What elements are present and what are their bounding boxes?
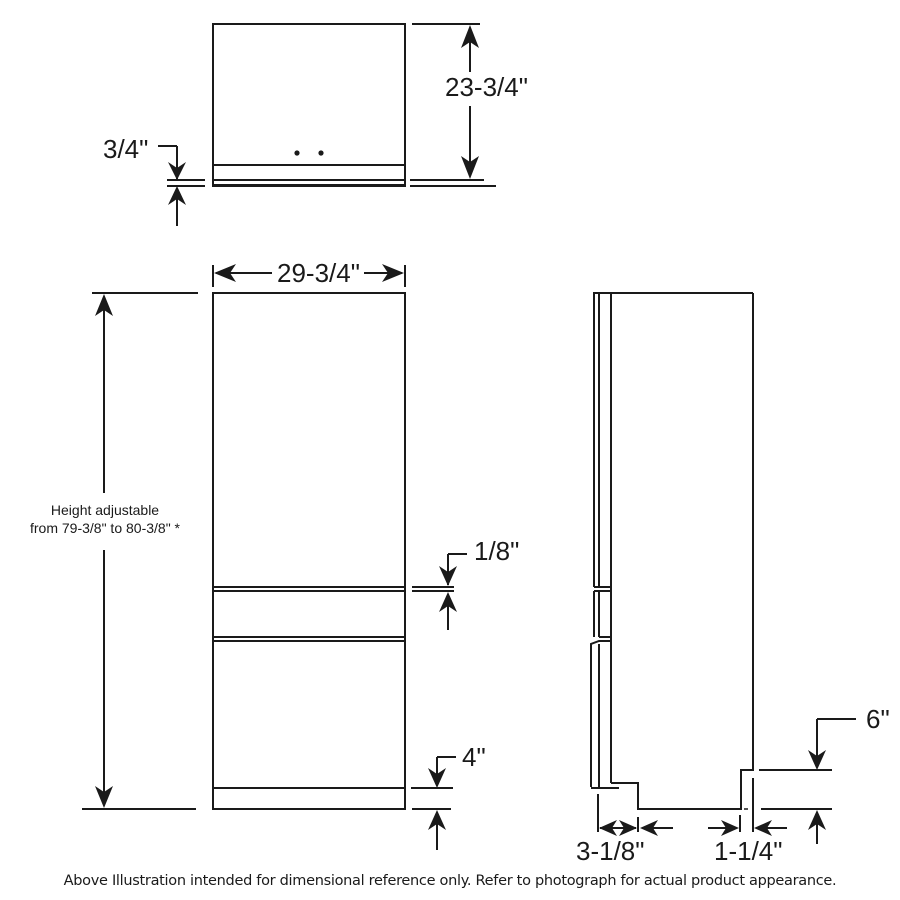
arrow-left-icon	[214, 264, 236, 282]
front-thickness-label: 3/4"	[103, 134, 148, 164]
depth-dimension: 23-3/4"	[410, 23, 528, 187]
arrow-left-icon	[599, 820, 617, 836]
arrow-right-icon	[619, 820, 637, 836]
top-view-outline	[212, 23, 406, 187]
arrow-down-icon	[168, 162, 186, 180]
top-view: 23-3/4" 3/4"	[103, 23, 528, 226]
door-offset-dimension: 3-1/8"	[576, 794, 673, 866]
front-view: 29-3/4" Height adjustable from 79-3/8" t…	[30, 258, 519, 850]
arrow-down-icon	[808, 750, 826, 770]
arrow-down-icon	[439, 566, 457, 586]
arrow-right-icon	[382, 264, 404, 282]
door-gap-dimension: 1/8"	[412, 536, 519, 630]
front-view-outline	[212, 292, 406, 810]
arrow-right-icon	[721, 820, 739, 836]
arrow-up-icon	[461, 25, 479, 48]
arrow-left-icon	[754, 820, 772, 836]
toe-kick-label: 4"	[462, 742, 486, 772]
door-gap-label: 1/8"	[474, 536, 519, 566]
toe-kick-height-label: 6"	[866, 704, 890, 734]
height-dimension: Height adjustable from 79-3/8" to 80-3/8…	[30, 292, 198, 810]
rear-step-dimension: 1-1/4"	[708, 778, 787, 866]
rear-step-label: 1-1/4"	[714, 836, 783, 866]
height-note-line2: from 79-3/8" to 80-3/8" *	[30, 520, 181, 536]
door-offset-label: 3-1/8"	[576, 836, 645, 866]
width-label: 29-3/4"	[277, 258, 360, 288]
arrow-left-icon	[640, 820, 658, 836]
height-note-line1: Height adjustable	[51, 502, 159, 518]
toe-kick-height-dimension: 6"	[744, 704, 890, 844]
arrow-down-icon	[428, 768, 446, 788]
arrow-down-icon	[461, 156, 479, 179]
toe-kick-dimension: 4"	[411, 742, 486, 850]
depth-label: 23-3/4"	[445, 72, 528, 102]
hinge-dot	[318, 150, 324, 156]
disclaimer-footer: Above Illustration intended for dimensio…	[63, 873, 837, 889]
arrow-down-icon	[95, 786, 113, 808]
arrow-up-icon	[95, 294, 113, 316]
side-view: 6" 3-1/8" 1-1/4"	[576, 292, 890, 866]
hinge-dot	[294, 150, 300, 156]
width-dimension: 29-3/4"	[212, 258, 406, 288]
front-thickness-dimension: 3/4"	[103, 134, 205, 226]
